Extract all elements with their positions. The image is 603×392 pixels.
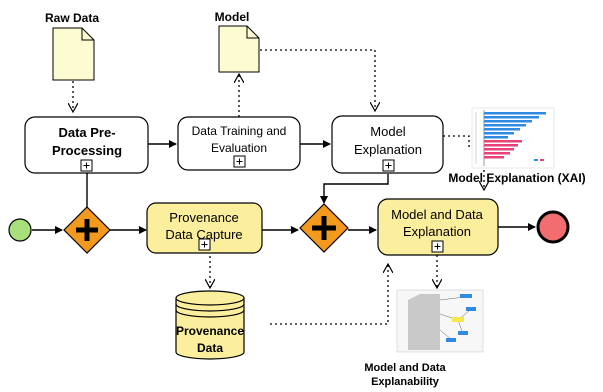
xai-bars-blue [484, 112, 546, 139]
plus-square-icon[interactable] [198, 238, 211, 251]
task-model-data-explanation-line2: Explanation [403, 224, 471, 239]
end-event-icon[interactable] [536, 210, 570, 244]
task-model-data-explanation-line1: Model and Data [391, 207, 484, 222]
task-data-preprocessing[interactable] [24, 116, 149, 174]
explainability-caption-line1: Model and Data [364, 362, 446, 374]
xai-caption: Model Explanation (XAI) [448, 171, 585, 185]
plus-square-icon[interactable] [431, 240, 444, 253]
plus-square-icon[interactable] [233, 155, 246, 168]
assoc-explanation-to-xai [443, 135, 470, 150]
parallel-gateway-2[interactable] [299, 203, 349, 253]
task-data-training-evaluation[interactable] [177, 116, 301, 171]
flow-explanation-to-gateway2 [320, 174, 389, 204]
explainability-caption-line2: Explanability [371, 376, 440, 388]
task-preprocessing-line1: Data Pre- [58, 125, 115, 140]
raw-data-label: Raw Data [45, 11, 99, 25]
parallel-gateway-1[interactable] [63, 206, 111, 254]
task-provenance-data-capture[interactable] [146, 202, 263, 254]
raw-data-document-icon[interactable] [52, 27, 95, 81]
assoc-model-to-explanation [260, 49, 375, 110]
task-preprocessing-line2: Processing [52, 143, 122, 158]
task-model-data-explanation[interactable] [377, 198, 499, 256]
explainability-graph-image [396, 289, 484, 353]
plus-square-icon[interactable] [382, 159, 395, 172]
model-label: Model [215, 10, 250, 24]
assoc-store-to-model-data-explanation [270, 265, 388, 325]
start-event-icon[interactable] [8, 218, 32, 242]
plus-icon [76, 219, 98, 241]
plus-square-icon[interactable] [80, 159, 93, 172]
provenance-data-store-icon[interactable] [175, 290, 245, 360]
provenance-store-line2: Data [197, 341, 223, 355]
task-model-explanation[interactable] [331, 115, 444, 174]
model-document-icon[interactable] [218, 25, 260, 73]
data-associations [73, 49, 484, 325]
task-model-explanation-line2: Explanation [354, 142, 422, 157]
provenance-store-line1: Provenance [176, 324, 244, 338]
plus-icon [312, 216, 336, 240]
model-fold [246, 26, 259, 39]
task-provenance-capture-line1: Provenance [169, 210, 238, 225]
task-model-explanation-line1: Model [370, 124, 406, 139]
task-training-line1: Data Training and [192, 124, 287, 138]
task-training-line2: Evaluation [211, 141, 267, 155]
task-provenance-capture-line2: Data Capture [165, 227, 242, 242]
xai-feature-importance-image [471, 107, 555, 169]
raw-data-fold [81, 28, 94, 41]
xai-bars-pink [484, 140, 522, 159]
sequence-flows [32, 140, 536, 234]
